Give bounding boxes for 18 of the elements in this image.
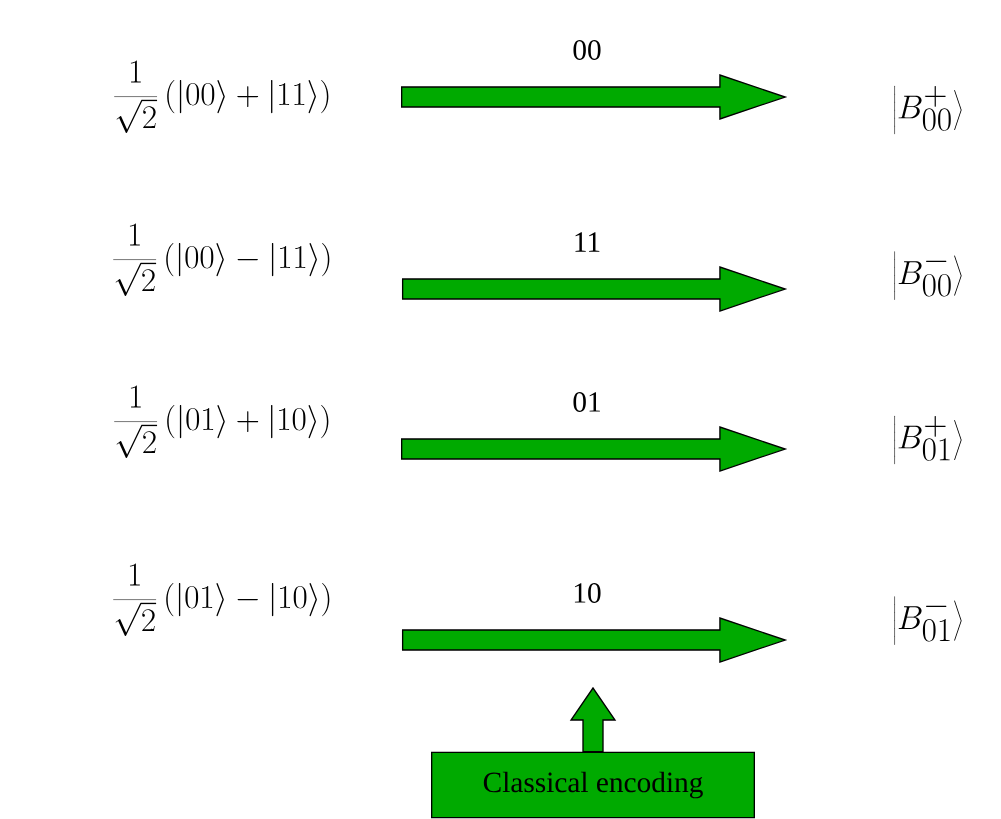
edge-label: 11	[575, 232, 600, 252]
ket-label: $\left|B^{-}_{00}\right\rangle$	[894, 251, 962, 300]
formula: $\frac{1}{\sqrt{2}}\left(\left|01\right\rangle-\left|10\right\rangle\right)$	[113, 563, 330, 636]
encoding-box: Classical encoding	[431, 751, 755, 819]
formula: $\frac{1}{\sqrt{2}}\left(\left|01\right\rangle+\left|10\right\rangle\right)$	[114, 385, 329, 458]
edge-label: 00	[573, 40, 601, 60]
edge-label: 10	[574, 583, 601, 603]
block-arrow	[401, 74, 788, 120]
ket-label: $\left|B^{-}_{01}\right\rangle$	[894, 596, 962, 645]
formula: $\frac{1}{\sqrt{2}}\left(\left|00\right\rangle+\left|11\right\rangle\right)$	[114, 60, 329, 133]
ket-label: $\left|B^{+}_{01}\right\rangle$	[894, 415, 962, 465]
block-arrow	[401, 266, 788, 312]
block-arrow	[569, 686, 617, 753]
block-arrow	[401, 426, 788, 472]
block-arrow	[401, 617, 788, 663]
edge-label: 01	[573, 392, 600, 412]
formula: $\frac{1}{\sqrt{2}}\left(\left|00\right\rangle-\left|11\right\rangle\right)$	[113, 223, 330, 296]
ket-label: $\left|B^{+}_{00}\right\rangle$	[894, 85, 962, 135]
